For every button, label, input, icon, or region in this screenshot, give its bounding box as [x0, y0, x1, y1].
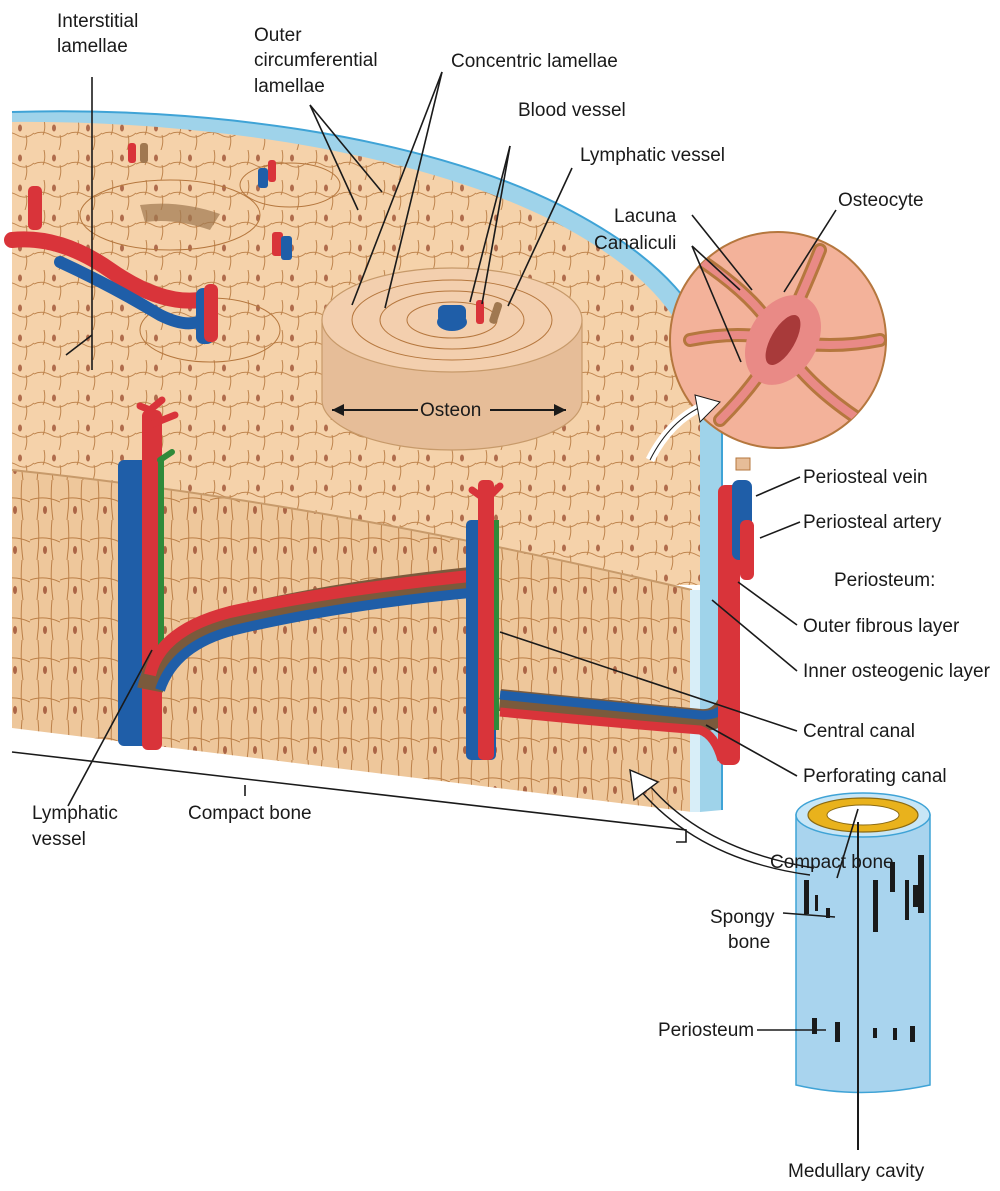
- label-outer-circumferential-3: lamellae: [254, 76, 325, 97]
- label-periosteum-inset: Periosteum: [658, 1020, 754, 1041]
- label-medullary-cavity: Medullary cavity: [788, 1161, 925, 1182]
- label-outer-fibrous-layer: Outer fibrous layer: [803, 616, 960, 637]
- long-bone-inset: [630, 770, 930, 1093]
- label-spongy-bone-1: Spongy: [710, 907, 775, 928]
- label-compact-bone-main: Compact bone: [188, 803, 312, 824]
- label-perforating-canal: Perforating canal: [803, 766, 947, 787]
- label-outer-circumferential-1: Outer: [254, 25, 302, 46]
- label-canaliculi: Canaliculi: [594, 233, 676, 254]
- label-lymphatic-vessel-bottom-1: Lymphatic: [32, 803, 118, 824]
- label-inner-osteogenic-layer: Inner osteogenic layer: [803, 661, 991, 682]
- label-lacuna: Lacuna: [614, 206, 677, 227]
- label-periosteal-artery: Periosteal artery: [803, 512, 942, 533]
- label-blood-vessel: Blood vessel: [518, 100, 626, 121]
- label-compact-bone-inset: Compact bone: [770, 852, 894, 873]
- label-periosteum-heading: Periosteum:: [834, 570, 935, 591]
- periosteal-vessels: [718, 480, 754, 765]
- label-osteocyte: Osteocyte: [838, 190, 924, 211]
- label-concentric-lamellae: Concentric lamellae: [451, 51, 618, 72]
- label-spongy-bone-2: bone: [728, 932, 770, 953]
- label-interstitial-lamellae-1: Interstitial: [57, 11, 138, 32]
- label-interstitial-lamellae-2: lamellae: [57, 36, 128, 57]
- osteon-cylinder: [322, 268, 582, 450]
- label-osteon: Osteon: [420, 400, 481, 421]
- label-lymphatic-vessel-top: Lymphatic vessel: [580, 145, 725, 166]
- label-periosteal-vein: Periosteal vein: [803, 467, 928, 488]
- label-outer-circumferential-2: circumferential: [254, 50, 378, 71]
- label-lymphatic-vessel-bottom-2: vessel: [32, 829, 86, 850]
- label-central-canal: Central canal: [803, 721, 915, 742]
